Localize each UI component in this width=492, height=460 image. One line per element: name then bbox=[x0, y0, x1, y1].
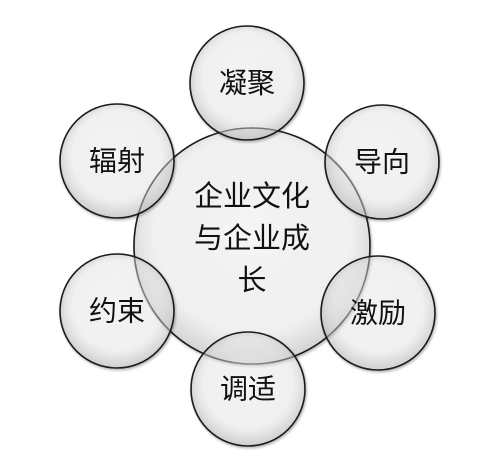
node-circle-lower-left bbox=[59, 253, 175, 369]
node-circle-bottom bbox=[190, 331, 306, 447]
center-label-line-1: 企业文化 bbox=[194, 179, 310, 213]
node-circle-top bbox=[189, 25, 305, 141]
node-label-lower-right: 激励 bbox=[350, 297, 406, 330]
node-label-upper-right: 导向 bbox=[354, 146, 410, 179]
node-circle-upper-right bbox=[324, 104, 440, 220]
node-circle-lower-right bbox=[320, 255, 436, 371]
node-label-top: 凝聚 bbox=[219, 67, 275, 100]
node-circle-upper-left bbox=[59, 103, 175, 219]
center-label-line-3: 长 bbox=[237, 263, 266, 297]
node-label-upper-left: 辐射 bbox=[89, 145, 145, 178]
node-label-bottom: 调适 bbox=[220, 373, 276, 406]
center-label-line-2: 与企业成 bbox=[194, 221, 310, 255]
node-label-lower-left: 约束 bbox=[89, 295, 145, 328]
